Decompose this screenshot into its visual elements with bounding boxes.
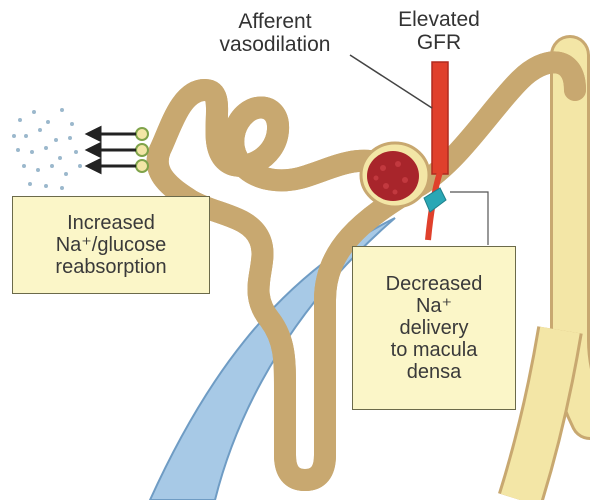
reabsorption-box: Increased Na⁺/glucose reabsorption — [12, 196, 210, 294]
reabsorption-line-1: Increased — [13, 212, 209, 234]
elevated-gfr-label: Elevated GFR — [380, 8, 498, 54]
macula-line-5: densa — [353, 361, 515, 383]
afferent-line-2: vasodilation — [200, 33, 350, 56]
glomerulus — [361, 143, 429, 207]
reabsorption-arrows — [88, 128, 136, 172]
solute-particles — [12, 108, 82, 190]
afferent-vasodilation-label: Afferent vasodilation — [200, 10, 350, 56]
macula-pointer — [450, 192, 488, 245]
gfr-line-2: GFR — [380, 31, 498, 54]
macula-line-1: Decreased — [353, 273, 515, 295]
macula-line-4: to macula — [353, 339, 515, 361]
reabsorption-line-2: Na⁺/glucose — [13, 234, 209, 256]
afferent-line-1: Afferent — [200, 10, 350, 33]
reabsorption-line-3: reabsorption — [13, 256, 209, 278]
transporters — [136, 128, 148, 172]
macula-line-3: delivery — [353, 317, 515, 339]
macula-densa-box: Decreased Na⁺ delivery to macula densa — [352, 246, 516, 410]
macula-line-2: Na⁺ — [353, 295, 515, 317]
afferent-pointer — [350, 55, 432, 108]
arteriole — [432, 62, 448, 174]
gfr-line-1: Elevated — [380, 8, 498, 31]
